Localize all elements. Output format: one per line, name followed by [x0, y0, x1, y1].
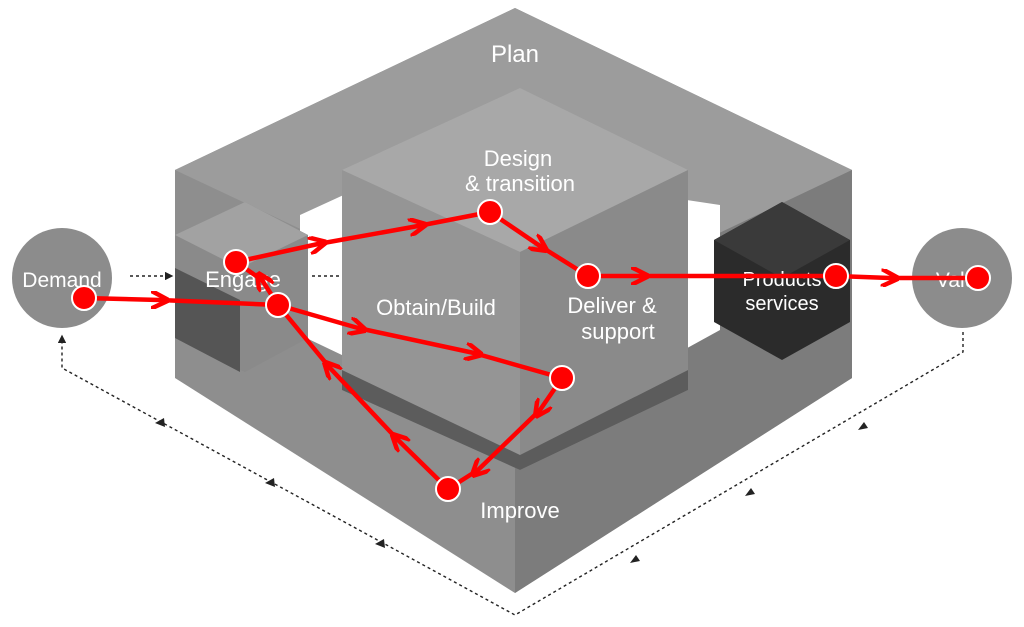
- flow-node-engage-2: [265, 292, 291, 318]
- flow-segment: [471, 350, 565, 381]
- loop-arrowhead: [375, 539, 385, 548]
- flow-node-engage-1: [223, 249, 249, 275]
- products-services-block: [714, 202, 850, 360]
- flow-segment: [330, 368, 401, 443]
- loop-arrowhead: [745, 488, 755, 496]
- flow-segment: [478, 407, 543, 470]
- flow-segment: [275, 302, 358, 328]
- flow-segment: [233, 244, 318, 265]
- flow-node-demand: [71, 285, 97, 311]
- products-label-line2: services: [745, 293, 818, 315]
- flow-segment: [275, 302, 333, 371]
- flow-segment: [315, 226, 418, 247]
- loop-arrowhead: [155, 418, 165, 427]
- design-label-line1: Design: [484, 146, 552, 171]
- obtain-build-label: Obtain/Build: [376, 295, 496, 320]
- design-label-line2: & transition: [465, 171, 575, 196]
- feedback-loop: [57, 271, 964, 616]
- loop-arrowhead: [858, 422, 868, 430]
- flow-node-improve: [435, 476, 461, 502]
- value-stream: [71, 199, 991, 502]
- flow-node-products: [823, 263, 849, 289]
- deliver-label-line2: support: [581, 319, 654, 344]
- value-to-demand-loop: [57, 332, 964, 616]
- engage-block: [175, 202, 308, 372]
- improve-label: Improve: [480, 498, 559, 523]
- plan-label: Plan: [491, 41, 539, 68]
- flow-node-obtain: [549, 365, 575, 391]
- deliver-label-line1: Deliver &: [567, 293, 657, 318]
- loop-arrowhead: [630, 555, 640, 563]
- flow-segment: [355, 325, 474, 353]
- flow-node-design: [477, 199, 503, 225]
- flow-node-deliver: [575, 263, 601, 289]
- products-label-line1: Products: [743, 269, 822, 291]
- flow-segment: [157, 297, 281, 308]
- loop-arrowhead: [265, 478, 275, 487]
- flow-node-value: [965, 265, 991, 291]
